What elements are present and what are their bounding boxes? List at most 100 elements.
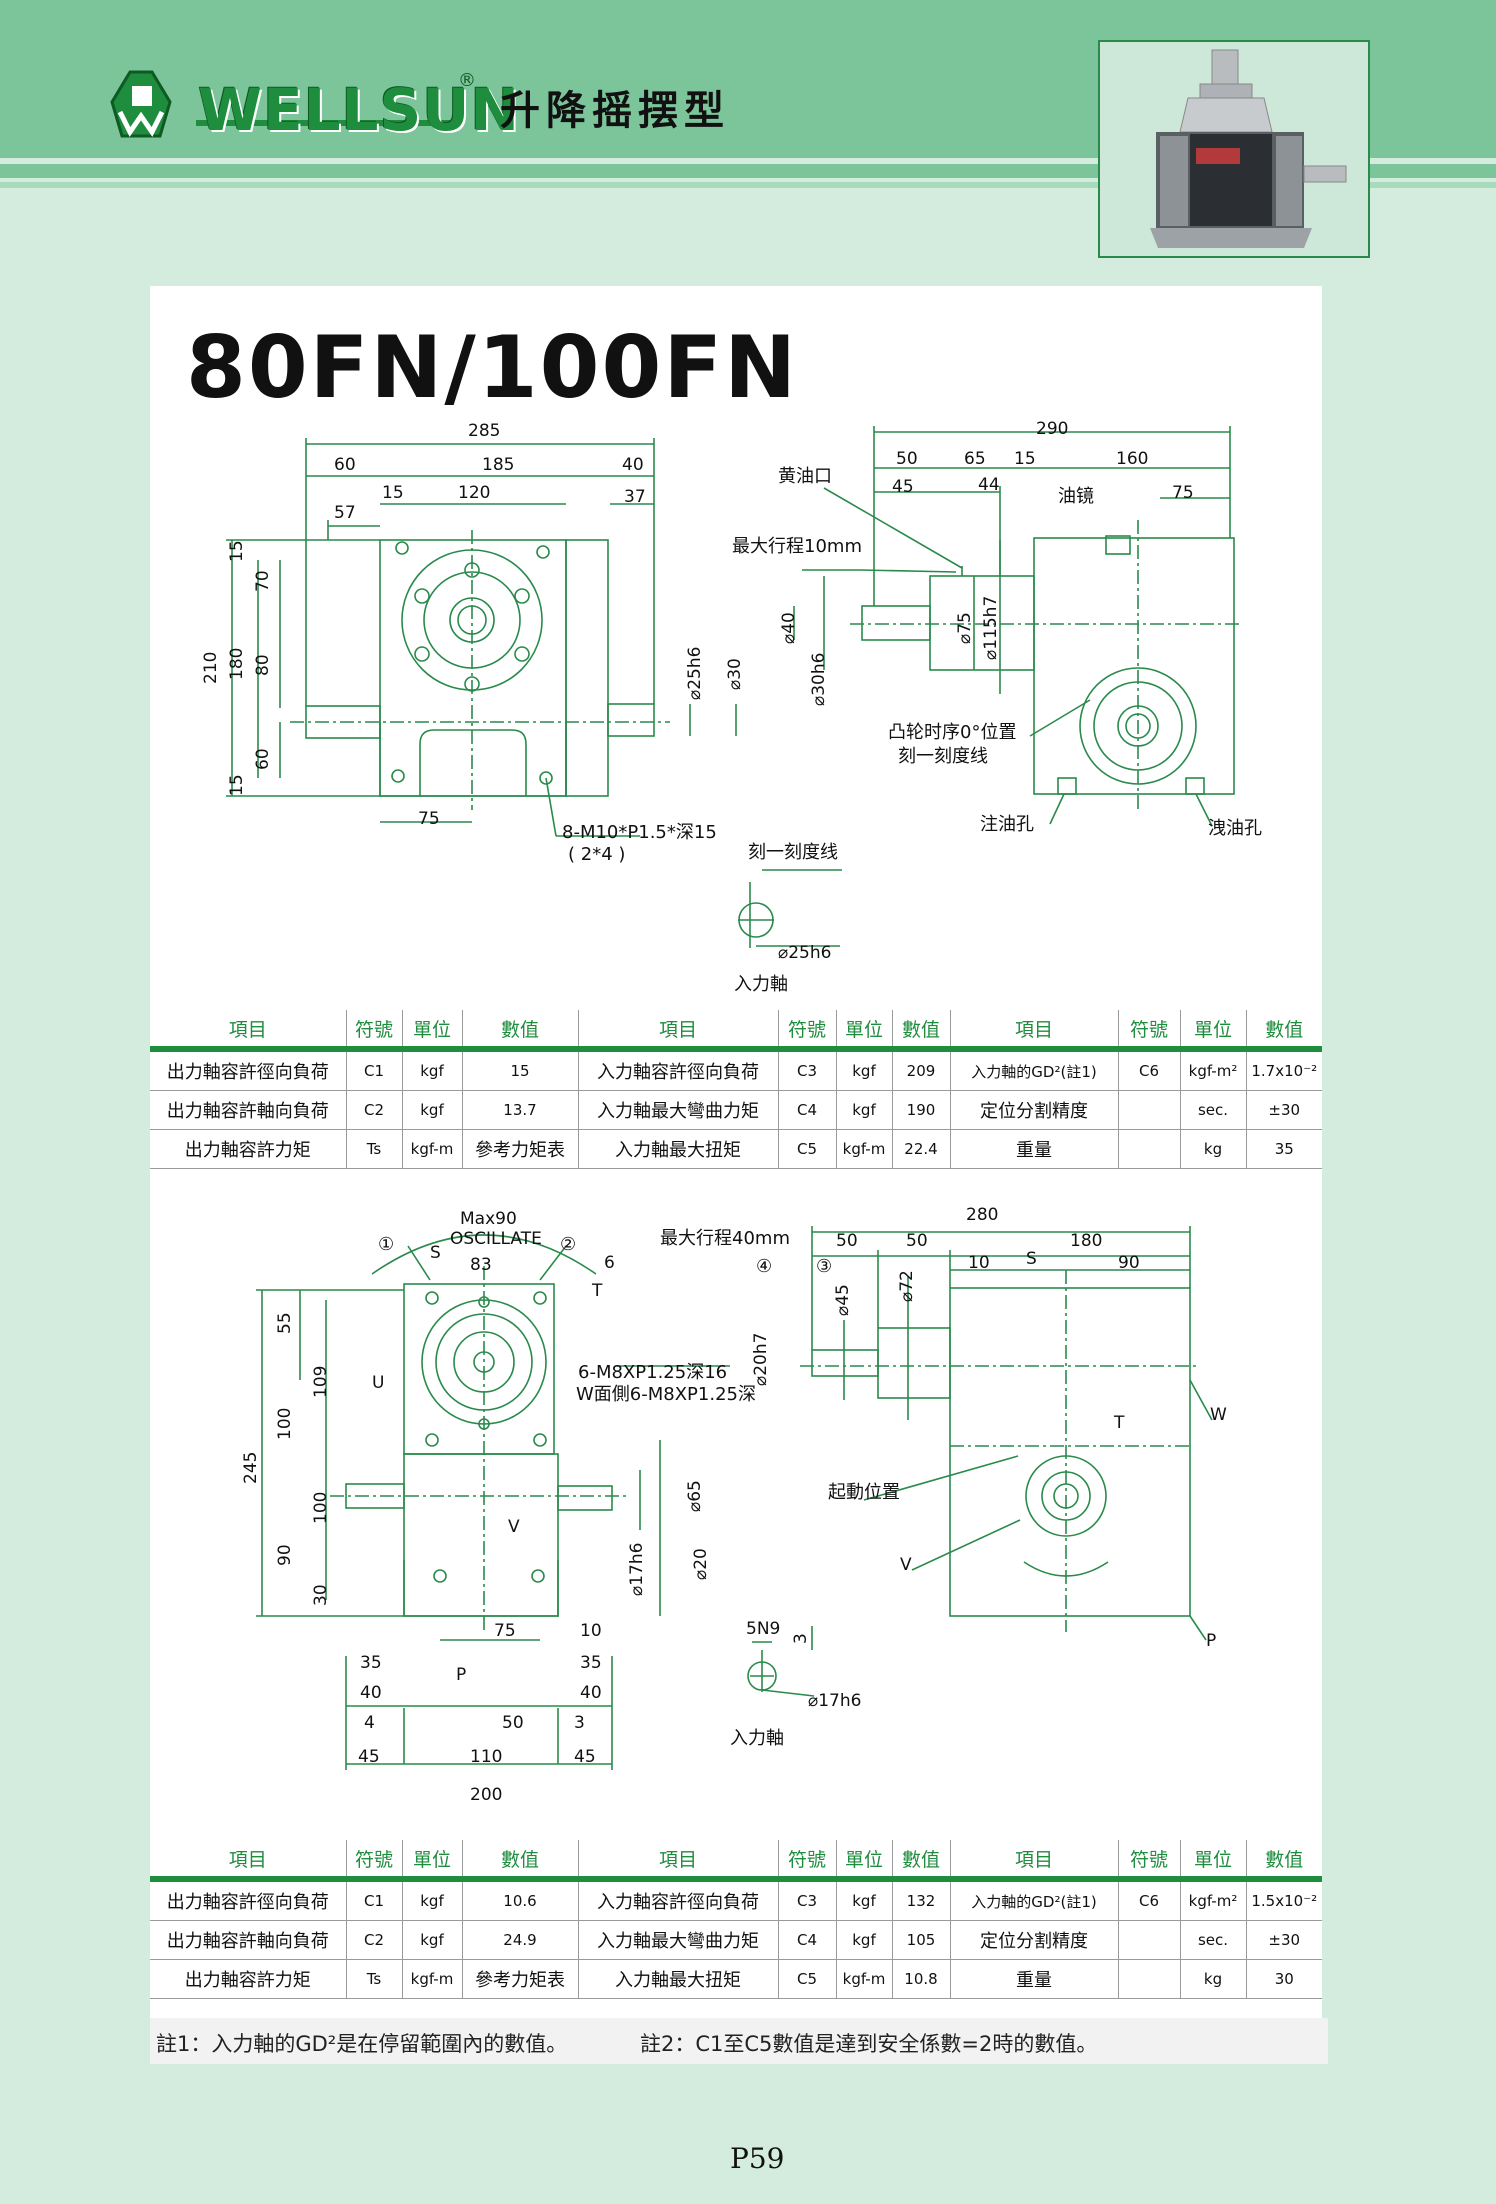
d3-dim-83: 83 <box>470 1255 492 1275</box>
footnote-2: 註2：C1至C5數值是達到安全係數=2時的數值。 <box>640 2032 1098 2056</box>
table-cell: 入力軸最大扭矩 <box>578 1959 779 1999</box>
table-row: 出力軸容許軸向負荷 C2 kgf 13.7 入力軸最大彎曲力矩 C4 kgf 1… <box>150 1090 1322 1130</box>
d1-dim-left-15b: 15 <box>227 774 247 796</box>
d3-dim-35a: 35 <box>360 1653 382 1673</box>
table-cell: kgf <box>836 1090 893 1130</box>
d4-marker-V: V <box>900 1555 912 1575</box>
d3-dim-dia20: ⌀20 <box>691 1548 711 1580</box>
d4-dim-dia20h7: ⌀20h7 <box>751 1333 771 1386</box>
table-cell: C1 <box>346 1879 403 1921</box>
table2-header: 項目 <box>150 1840 347 1882</box>
table1-header: 符號 <box>1118 1010 1181 1052</box>
table-cell: 定位分割精度 <box>950 1920 1119 1960</box>
d2-label-grease-port: 黄油口 <box>778 466 832 487</box>
table-cell: 1.7x10⁻² <box>1246 1049 1322 1091</box>
table2-header: 項目 <box>578 1840 779 1882</box>
d3-dim-90: 90 <box>275 1544 295 1566</box>
d1-dim-left-210: 210 <box>201 652 221 684</box>
table-cell: C5 <box>778 1129 837 1169</box>
d1-dim-60: 60 <box>334 455 356 475</box>
spec-table-1: 項目 符號 單位 數值 項目 符號 單位 數值 項目 符號 單位 數值 出力軸容… <box>150 1010 1322 1169</box>
table-cell: kgf-m² <box>1180 1879 1247 1921</box>
d4-dim-dia72: ⌀72 <box>897 1270 917 1302</box>
d2-dim-50: 50 <box>896 449 918 469</box>
drawing4-side-view <box>800 1226 1213 1641</box>
d3-marker-S: S <box>430 1243 441 1263</box>
table-cell: Ts <box>346 1959 403 1999</box>
d3-dim-55: 55 <box>275 1312 295 1334</box>
table-cell: 13.7 <box>462 1090 579 1130</box>
d3-dim-100a: 100 <box>275 1408 295 1440</box>
table2-header: 單位 <box>836 1840 893 1882</box>
d3-dim-50: 50 <box>502 1713 524 1733</box>
registered-mark: ® <box>458 70 476 91</box>
d1-dim-left-15a: 15 <box>227 540 247 562</box>
table-cell <box>1118 1920 1181 1960</box>
d2-label-oil-out: 洩油孔 <box>1208 818 1262 839</box>
table-cell: 重量 <box>950 1129 1119 1169</box>
table-cell: C3 <box>778 1879 837 1921</box>
shaft2-depth: 3 <box>791 1633 811 1644</box>
d3-dim-35b: 35 <box>580 1653 602 1673</box>
d4-marker-W: W <box>1210 1405 1227 1425</box>
table-cell: 入力軸最大扭矩 <box>578 1129 779 1169</box>
d1-dim-185: 185 <box>482 455 514 475</box>
table-cell: 入力軸容許徑向負荷 <box>578 1049 779 1091</box>
d4-max-stroke: 最大行程40mm <box>660 1228 790 1249</box>
d2-dim-15: 15 <box>1014 449 1036 469</box>
d3-dim-245: 245 <box>241 1452 261 1484</box>
table2-header: 符號 <box>1118 1840 1181 1882</box>
table-row: 出力軸容許徑向負荷 C1 kgf 15 入力軸容許徑向負荷 C3 kgf 209… <box>150 1049 1322 1091</box>
table-cell: kg <box>1180 1129 1247 1169</box>
table-cell: 1.5x10⁻² <box>1246 1879 1322 1921</box>
table-cell: 10.8 <box>892 1959 951 1999</box>
shaft1-dia: ⌀25h6 <box>778 943 831 963</box>
d4-dim-10: 10 <box>968 1253 990 1273</box>
table-cell: C3 <box>778 1049 837 1091</box>
d2-label-max-stroke: 最大行程10mm <box>732 536 862 557</box>
table-row: 出力軸容許力矩 Ts kgf-m 參考力矩表 入力軸最大扭矩 C5 kgf-m … <box>150 1129 1322 1169</box>
d1-dim-120: 120 <box>458 483 490 503</box>
table2-header: 項目 <box>950 1840 1119 1882</box>
d1-dim-285: 285 <box>468 421 500 441</box>
d3-dim-110: 110 <box>470 1747 502 1767</box>
d3-dim-40a: 40 <box>360 1683 382 1703</box>
table1-header: 數值 <box>462 1010 579 1052</box>
d1-dim-57: 57 <box>334 503 356 523</box>
table-cell: kg <box>1180 1959 1247 1999</box>
table1-header: 單位 <box>402 1010 463 1052</box>
drawing1-front-view <box>226 438 737 837</box>
table-cell: C6 <box>1118 1049 1181 1091</box>
d1-dim-bottom-75: 75 <box>418 809 440 829</box>
table2-header: 單位 <box>1180 1840 1247 1882</box>
d4-dim-50b: 50 <box>906 1231 928 1251</box>
table-cell: ±30 <box>1246 1090 1322 1130</box>
d3-marker-T: T <box>591 1281 603 1301</box>
d1-shaft-dia2: ⌀30 <box>725 658 745 690</box>
table2-header-row: 項目 符號 單位 數值 項目 符號 單位 數值 項目 符號 單位 數值 <box>150 1840 1322 1882</box>
drawing2-side-view <box>793 426 1240 827</box>
d4-marker-3: ③ <box>816 1256 832 1277</box>
d1-dim-left-180: 180 <box>227 648 247 680</box>
d4-marker-S: S <box>1026 1249 1037 1269</box>
d2-label-oil-glass: 油镜 <box>1058 486 1094 507</box>
table-cell: 入力軸最大彎曲力矩 <box>578 1920 779 1960</box>
table-row: 出力軸容許徑向負荷 C1 kgf 10.6 入力軸容許徑向負荷 C3 kgf 1… <box>150 1879 1322 1921</box>
table-cell: 15 <box>462 1049 579 1091</box>
table2-header: 數值 <box>892 1840 951 1882</box>
d2-dim-dia75: ⌀75 <box>955 612 975 644</box>
table-cell: kgf-m <box>836 1959 893 1999</box>
table-cell: kgf <box>402 1920 463 1960</box>
table-cell <box>1118 1959 1181 1999</box>
input-shaft1-drawing <box>738 869 842 948</box>
table1-header: 數值 <box>892 1010 951 1052</box>
table-cell: 定位分割精度 <box>950 1090 1119 1130</box>
table-cell: C5 <box>778 1959 837 1999</box>
table-cell: C2 <box>346 1920 403 1960</box>
table1-header: 項目 <box>950 1010 1119 1052</box>
d3-dim-10: 10 <box>580 1621 602 1641</box>
table2-header: 符號 <box>346 1840 403 1882</box>
table2-header: 單位 <box>402 1840 463 1882</box>
table-cell: kgf <box>402 1090 463 1130</box>
